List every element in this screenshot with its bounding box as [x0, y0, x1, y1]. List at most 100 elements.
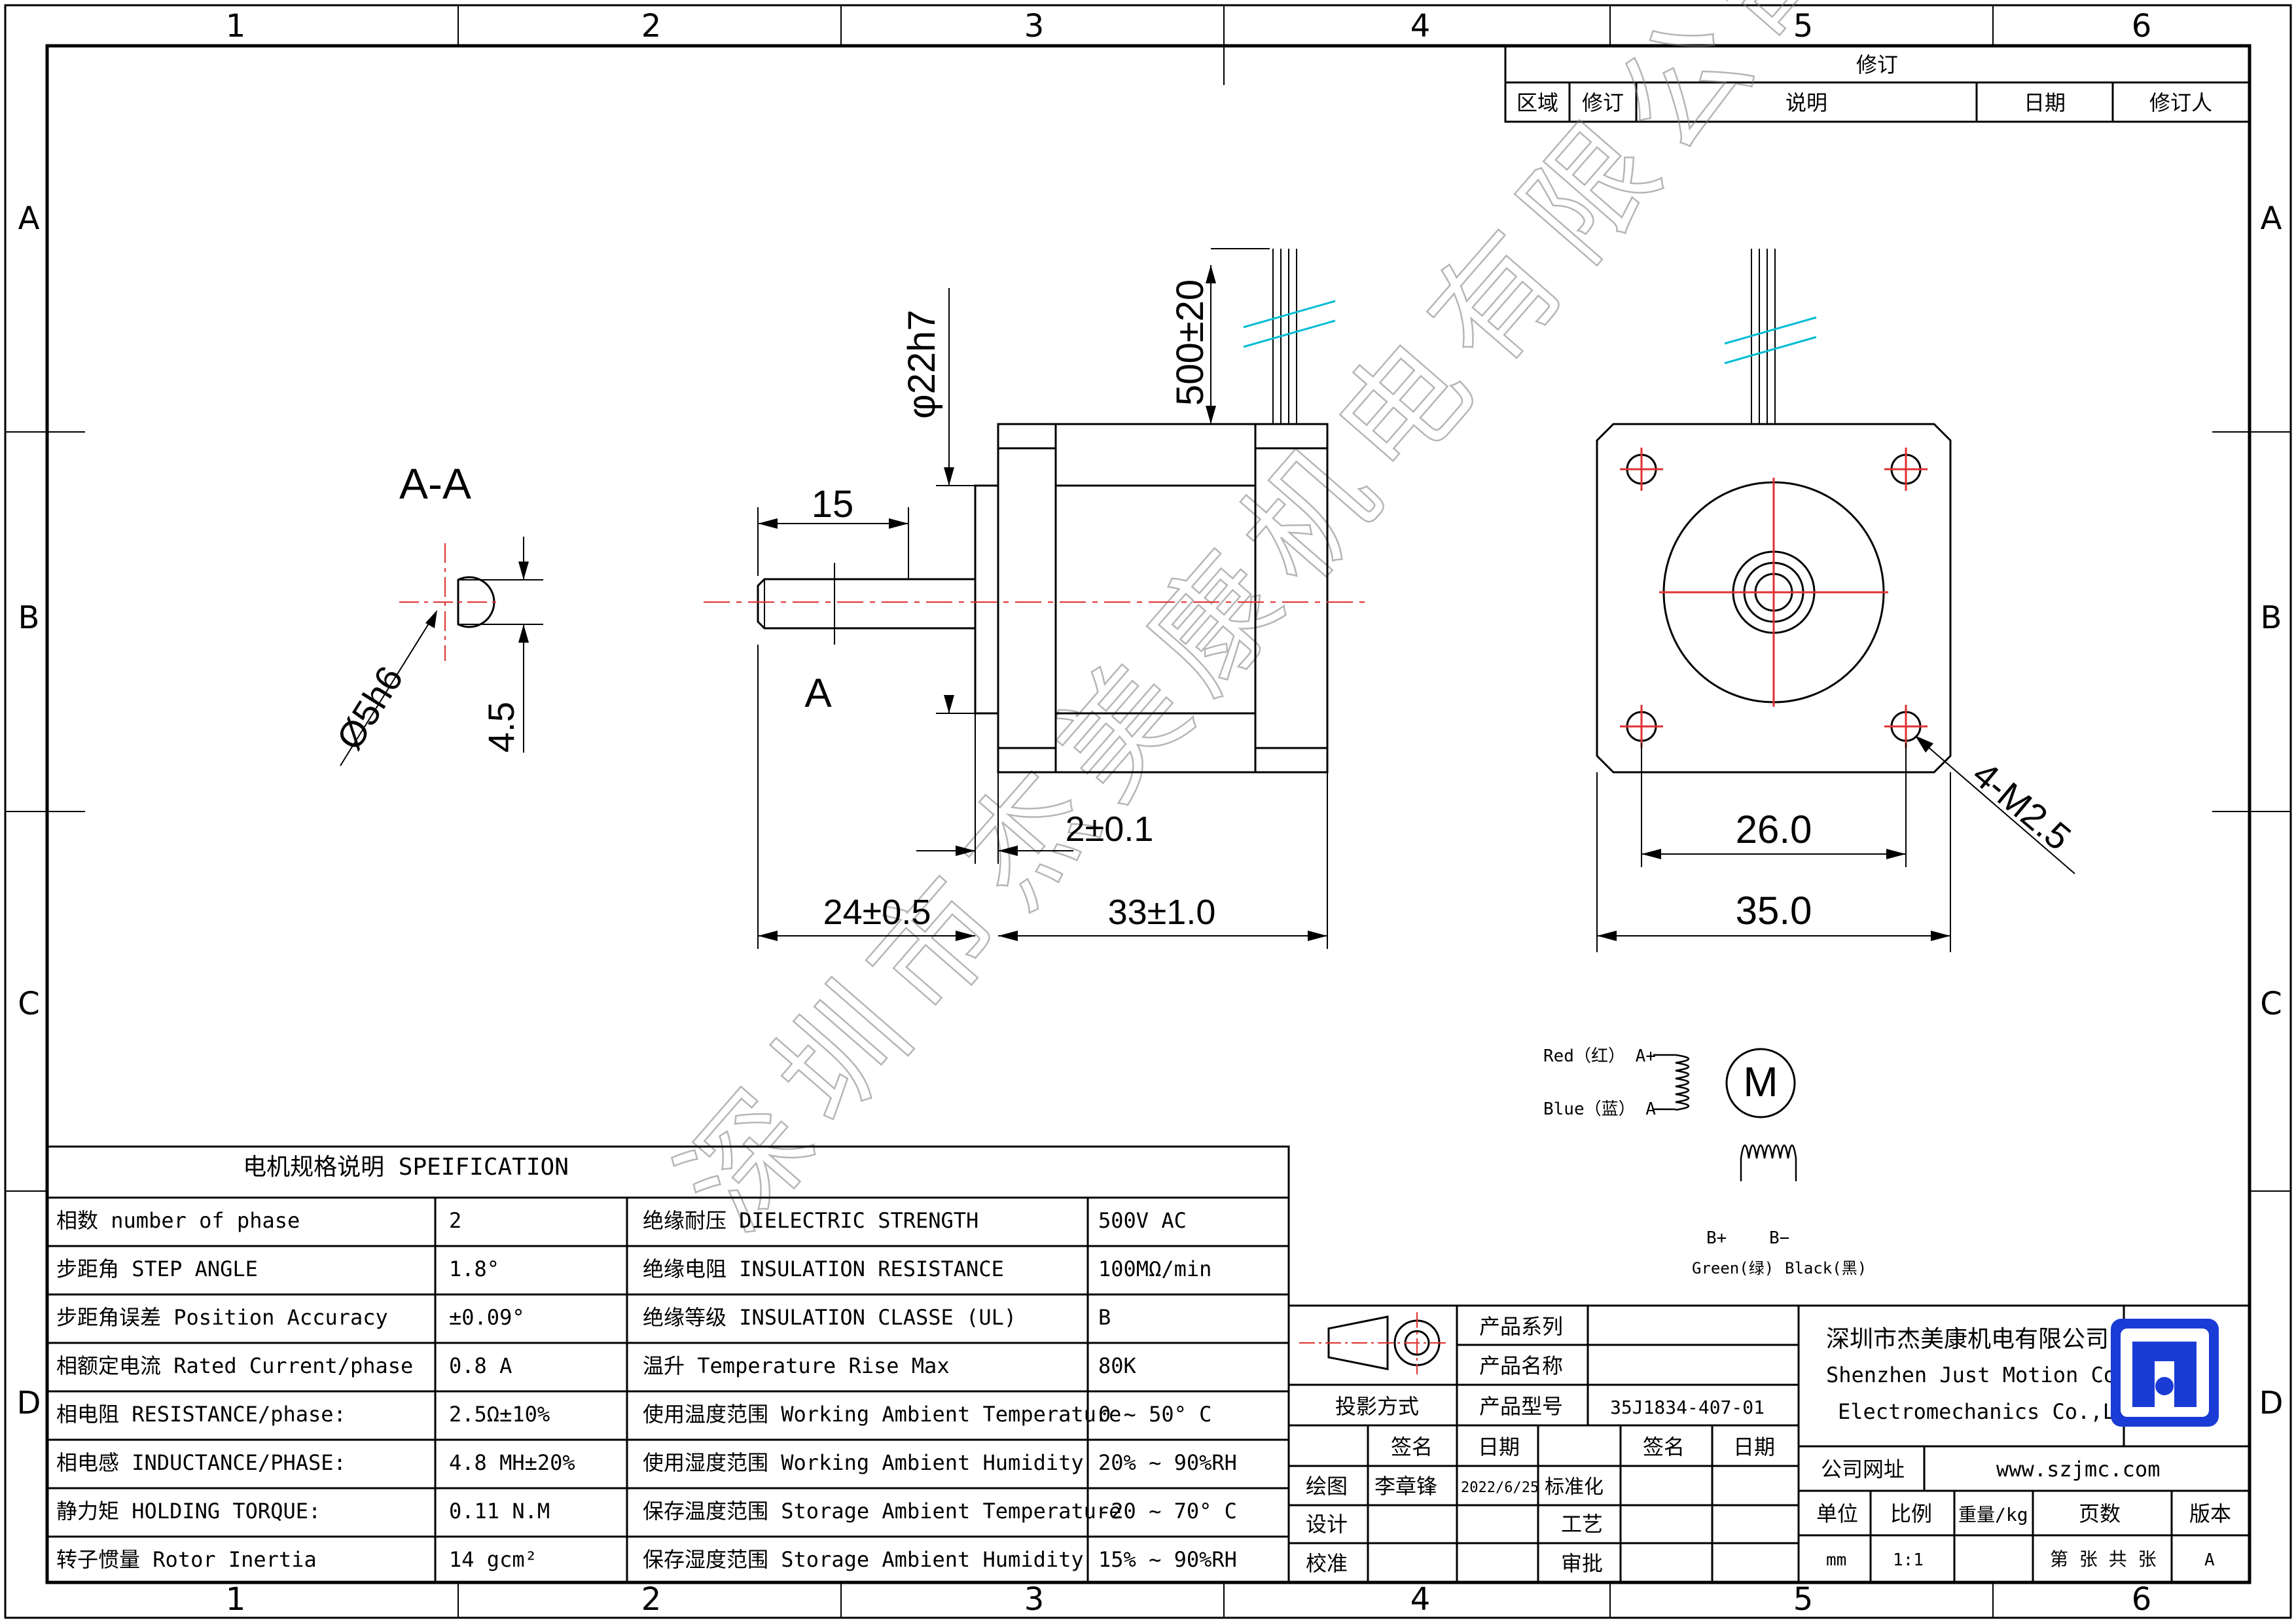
tb-pages-label: 页数: [2079, 1501, 2121, 1526]
row-label-d-right: D: [2259, 1385, 2284, 1421]
tb-scale-value: 1:1: [1893, 1550, 1924, 1570]
tb-design-label: 设计: [1306, 1512, 1348, 1537]
motor-pilot: [974, 484, 999, 715]
wire-blue-label: Blue（蓝） A−: [1543, 1099, 1666, 1119]
side-view-dimension-labels: 15 φ22h7 500±20 A 2±0.1 24±0.5 33±1.0: [804, 279, 1215, 932]
column-label-3: 3: [1024, 8, 1045, 45]
column-label-6-bottom: 6: [2132, 1581, 2152, 1618]
front-view-dimensions: [1596, 736, 2075, 952]
row-label-d: D: [17, 1385, 41, 1421]
projection-symbol-icon: [1299, 1312, 1446, 1374]
revision-col-desc: 说明: [1785, 90, 1827, 115]
coil-a-icon: [1675, 1054, 1690, 1111]
spec-row-7-value-b: -20 ~ 70° C: [1098, 1499, 1237, 1524]
spec-row-2-name: 步距角 STEP ANGLE: [56, 1257, 258, 1281]
revision-col-by: 修订人: [2149, 90, 2212, 115]
wire-black-label: Black(黑): [1785, 1259, 1867, 1277]
front-view-lead-breaks: [1724, 316, 1817, 365]
row-label-a: A: [18, 200, 40, 237]
row-label-b-right: B: [2261, 599, 2282, 636]
pilot-depth-label: 2±0.1: [1066, 810, 1154, 849]
section-title: A-A: [399, 459, 471, 508]
revision-title: 修订: [1856, 52, 1898, 77]
tb-product-model: 产品型号: [1479, 1394, 1563, 1419]
spec-table: 电机规格说明 SPEIFICATION 相数 number of phase 2…: [46, 1145, 1290, 1584]
spec-row-7-name: 静力矩 HOLDING TORQUE:: [56, 1499, 321, 1524]
tb-unit-label: 单位: [1816, 1501, 1858, 1526]
motor-symbol-label: M: [1743, 1058, 1778, 1105]
front-view-centerlines: [1620, 448, 1928, 748]
column-label-1: 1: [226, 8, 246, 45]
body-width-label: 35.0: [1736, 889, 1812, 933]
revision-col-date: 日期: [2024, 90, 2066, 115]
body-length-label: 33±1.0: [1108, 893, 1216, 932]
spec-row-6-value-b: 20% ~ 90%RH: [1098, 1450, 1237, 1475]
spec-row-6-name-b: 使用湿度范围 Working Ambient Humidity: [643, 1450, 1084, 1475]
spec-row-8-name-b: 保存湿度范围 Storage Ambient Humidity: [643, 1547, 1084, 1572]
tb-drawing-label: 绘图: [1306, 1474, 1348, 1499]
tb-company-cn: 深圳市杰美康机电有限公司: [1826, 1326, 2109, 1353]
side-view-arrowheads: [758, 265, 1327, 941]
revision-col-rev: 修订: [1582, 90, 1624, 115]
row-label-b: B: [18, 599, 40, 636]
spec-row-8-name: 转子惯量 Rotor Inertia: [56, 1547, 317, 1572]
motor-symbol-icon: [1725, 1048, 1796, 1118]
spec-row-1-name-b: 绝缘耐压 DIELECTRIC STRENGTH: [643, 1208, 978, 1233]
column-label-4-bottom: 4: [1410, 1581, 1431, 1618]
tb-check-label: 校准: [1306, 1551, 1348, 1576]
column-label-6: 6: [2132, 8, 2152, 45]
section-diameter-label: Ø5h6: [329, 659, 411, 757]
tb-website-value: www.szjmc.com: [1996, 1457, 2160, 1482]
tb-pages-value: 第 张 共 张: [2050, 1548, 2157, 1570]
front-view-dimension-labels: 26.0 35.0 4-M2.5: [1736, 753, 2079, 933]
motor-shaft: [757, 578, 975, 630]
shaft-extension-label: 24±0.5: [823, 893, 931, 932]
spec-row-5-name-b: 使用温度范围 Working Ambient Temperature: [643, 1402, 1121, 1427]
pilot-diameter-label: φ22h7: [901, 310, 943, 419]
section-view-a-a: A-A Ø5h6 4.5: [329, 459, 543, 766]
wiring-diagram: Red（红） A+ Blue（蓝） A− B+ B− Green(绿) Blac…: [1543, 1046, 1867, 1277]
tb-sign-col-1: 签名: [1391, 1435, 1433, 1459]
spec-row-2-value-b: 100MΩ/min: [1098, 1257, 1211, 1281]
column-label-3-bottom: 3: [1024, 1581, 1045, 1618]
revision-col-area: 区域: [1516, 90, 1558, 115]
tb-weight-label: 重量/kg: [1958, 1504, 2028, 1525]
spec-row-4-name-b: 温升 Temperature Rise Max: [643, 1353, 950, 1378]
tb-company-en2: Electromechanics Co.,LTD: [1838, 1399, 2140, 1424]
spec-row-2-value: 1.8°: [449, 1257, 499, 1281]
spec-row-3-value-b: B: [1098, 1305, 1111, 1330]
row-label-c-right: C: [2260, 986, 2282, 1022]
column-label-1-bottom: 1: [226, 1581, 246, 1618]
spec-row-3-name: 步距角误差 Position Accuracy: [56, 1305, 388, 1330]
side-view-lead-breaks: [1243, 300, 1336, 348]
company-logo-icon: [2111, 1319, 2219, 1427]
frame-labels: 1 2 3 4 5 6 1 2 3 4 5 6 A B C D A B C D: [17, 8, 2284, 1618]
wire-green-label: Green(绿): [1692, 1259, 1774, 1277]
spec-row-6-name: 相电感 INDUCTANCE/PHASE:: [56, 1450, 346, 1475]
section-flat-label: 4.5: [480, 702, 522, 753]
spec-row-4-value-b: 80K: [1098, 1353, 1137, 1378]
wire-red-label: Red（红） A+: [1543, 1046, 1656, 1066]
motor-side-view: [757, 249, 1329, 774]
tb-sign-col-2: 签名: [1643, 1435, 1685, 1459]
column-label-5-bottom: 5: [1793, 1581, 1814, 1618]
tb-date-col-1: 日期: [1478, 1435, 1520, 1459]
spec-row-7-value: 0.11 N.M: [449, 1499, 550, 1524]
column-label-2: 2: [641, 8, 662, 45]
column-label-5: 5: [1793, 8, 1814, 45]
spec-row-5-value-b: 0 ~ 50° C: [1098, 1402, 1211, 1427]
tb-draw-date: 2022/6/25: [1461, 1480, 1539, 1496]
spec-row-1-name: 相数 number of phase: [56, 1208, 300, 1233]
spec-row-1-value: 2: [449, 1208, 461, 1233]
title-block: 产品系列 产品名称 产品型号 35J1834-407-01 投影方式 签名 日期…: [1287, 1304, 2251, 1584]
column-label-2-bottom: 2: [641, 1581, 662, 1618]
tb-product-series: 产品系列: [1479, 1314, 1563, 1339]
spec-row-6-value: 4.8 MH±20%: [449, 1450, 575, 1475]
tb-scale-label: 比例: [1890, 1501, 1932, 1526]
row-label-a-right: A: [2261, 200, 2282, 237]
tb-standardize-label: 标准化: [1545, 1476, 1604, 1499]
row-label-c: C: [18, 986, 40, 1022]
tb-model-value: 35J1834-407-01: [1610, 1397, 1765, 1418]
wire-b-minus-label: B−: [1769, 1228, 1789, 1248]
